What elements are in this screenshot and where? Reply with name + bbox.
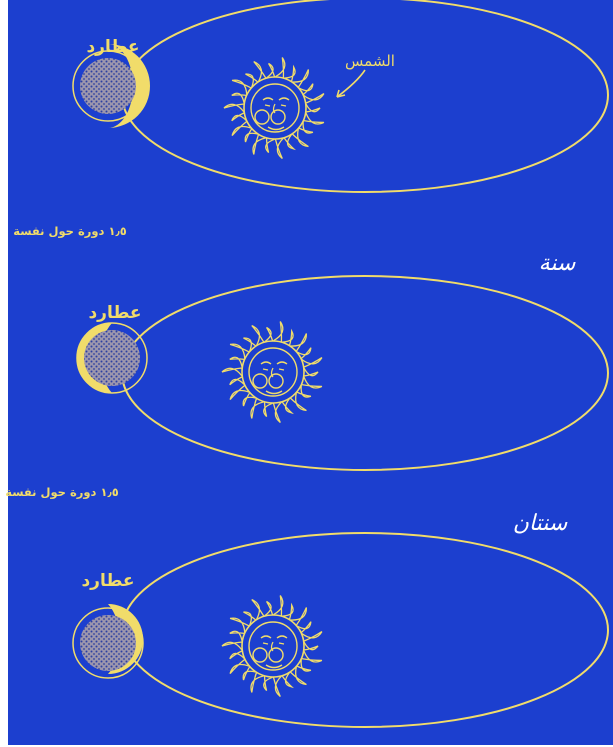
period-label-1: سنة (539, 251, 576, 276)
mercury-planet-2 (84, 330, 140, 386)
mercury-label-1: عطارد (86, 37, 139, 57)
mercury-planet-1 (80, 58, 136, 114)
rotation-note-1: ١٫٥ دورة حول نفسة (13, 224, 127, 239)
mercury-label-3: عطارد (81, 571, 134, 591)
rotation-note-2: ١٫٥ دورة حول نفسة (5, 485, 119, 500)
period-label-2: سنتان (513, 511, 568, 536)
mercury-label-2: عطارد (88, 303, 141, 323)
mercury-planet-3 (80, 615, 136, 671)
sun-label: الشمس (345, 52, 395, 70)
